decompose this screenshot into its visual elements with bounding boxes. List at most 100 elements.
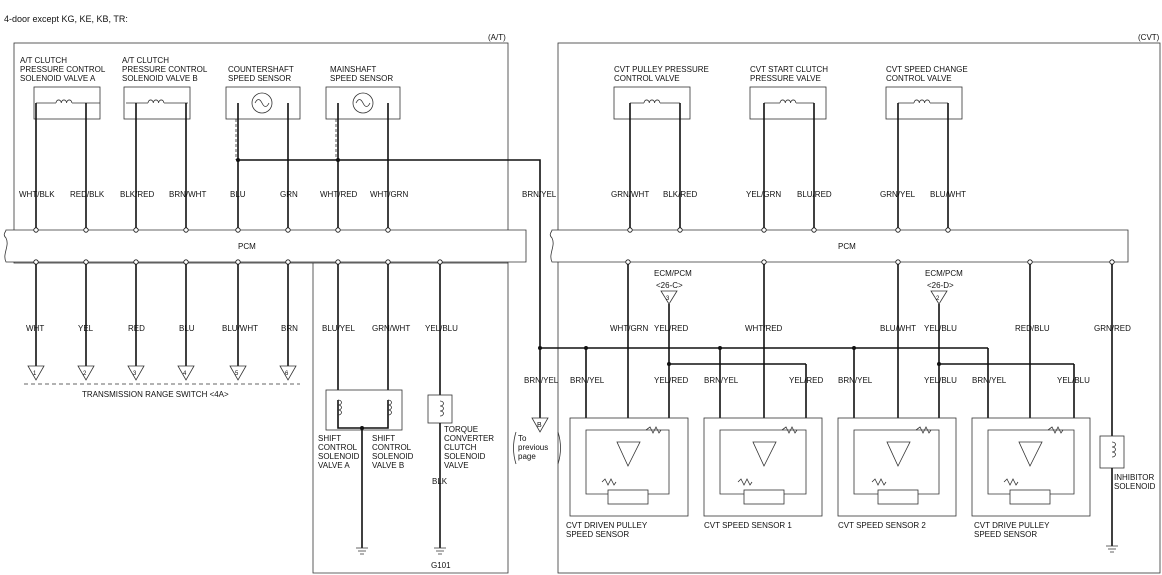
pcm-block-cvt bbox=[549, 229, 1129, 263]
wire-label: BLK/RED bbox=[663, 190, 697, 199]
ground-label: G101 bbox=[431, 561, 451, 570]
svg-text:SPEED SENSOR: SPEED SENSOR bbox=[330, 74, 393, 83]
svg-text:PRESSURE VALVE: PRESSURE VALVE bbox=[750, 74, 821, 83]
cvt-speed-sensor-2 bbox=[837, 417, 957, 517]
wire-label: YEL bbox=[78, 324, 94, 333]
svg-text:2: 2 bbox=[936, 296, 940, 302]
wire-label: BRN/YEL bbox=[524, 376, 559, 385]
sensor-label: CVT SPEED SENSOR 2 bbox=[838, 521, 926, 530]
note-text: To bbox=[518, 434, 527, 443]
at-clutch-solenoid-a: A/T CLUTCH PRESSURE CONTROL SOLENOID VAL… bbox=[20, 56, 106, 120]
wire-label: BRN/YEL bbox=[838, 376, 873, 385]
component-label: VALVE B bbox=[372, 461, 404, 470]
wire-label: BLU/YEL bbox=[322, 324, 355, 333]
note-text: page bbox=[518, 452, 536, 461]
pin-number: 4 bbox=[183, 371, 187, 377]
svg-text:CONTROL VALVE: CONTROL VALVE bbox=[614, 74, 680, 83]
sensor-label: SPEED SENSOR bbox=[566, 530, 629, 539]
wire-label: BLU bbox=[230, 190, 246, 199]
pin-number: 5 bbox=[235, 371, 239, 377]
wire-label: WHT/RED bbox=[745, 324, 783, 333]
coil-icon bbox=[126, 99, 188, 104]
svg-text:SOLENOID VALVE A: SOLENOID VALVE A bbox=[20, 74, 96, 83]
svg-text:A/T CLUTCH: A/T CLUTCH bbox=[20, 56, 67, 65]
svg-text:PRESSURE CONTROL: PRESSURE CONTROL bbox=[20, 65, 106, 74]
component-label: VALVE bbox=[444, 461, 469, 470]
wire-label: RED bbox=[128, 324, 145, 333]
component-label: CONTROL bbox=[372, 443, 412, 452]
wire-label: BLU/WHT bbox=[880, 324, 916, 333]
cvt-speed-sensor-1 bbox=[703, 417, 823, 517]
svg-text:CONTROL VALVE: CONTROL VALVE bbox=[886, 74, 952, 83]
pin-number: 2 bbox=[83, 371, 87, 377]
ac-sine-icon bbox=[251, 92, 273, 114]
cvt-section-frame bbox=[557, 42, 1161, 574]
wire-label: YEL/GRN bbox=[746, 190, 781, 199]
svg-text:MAINSHAFT: MAINSHAFT bbox=[330, 65, 376, 74]
range-switch-label: TRANSMISSION RANGE SWITCH <4A> bbox=[82, 390, 229, 399]
range-switch-pins bbox=[24, 365, 300, 385]
svg-text:ECM/PCM: ECM/PCM bbox=[925, 269, 963, 278]
connector-label: B bbox=[537, 422, 542, 429]
cvt-drive-pulley-speed-sensor bbox=[971, 417, 1091, 517]
torque-converter-solenoid bbox=[427, 394, 453, 548]
pin-number: 6 bbox=[285, 371, 289, 377]
ground-icon bbox=[1106, 545, 1118, 553]
component-label: INHIBITOR bbox=[1114, 473, 1155, 482]
cvt-driven-pulley-speed-sensor bbox=[569, 417, 689, 517]
wire-label: GRN bbox=[280, 190, 298, 199]
component-label: VALVE A bbox=[318, 461, 350, 470]
component-label: CONVERTER bbox=[444, 434, 494, 443]
component-label: SOLENOID bbox=[372, 452, 414, 461]
svg-text:<26-D>: <26-D> bbox=[927, 281, 954, 290]
component-label: SOLENOID bbox=[1114, 482, 1156, 491]
component-label: SOLENOID bbox=[318, 452, 360, 461]
note-text: previous bbox=[518, 443, 548, 452]
connector-b bbox=[531, 346, 549, 433]
ecm-pcm-ref-1: ECM/PCM <26-C> 3 bbox=[654, 269, 692, 364]
wire-label: BLU/RED bbox=[797, 190, 832, 199]
at-section-frame bbox=[13, 42, 509, 264]
svg-text:ECM/PCM: ECM/PCM bbox=[654, 269, 692, 278]
wire-label: RED/BLK bbox=[70, 190, 105, 199]
at-top-wires bbox=[35, 103, 541, 355]
wire-label: BRN bbox=[281, 324, 298, 333]
component-label: TORQUE bbox=[444, 425, 478, 434]
wire-label: YEL/BLU bbox=[1057, 376, 1090, 385]
wire-label: WHT bbox=[26, 324, 44, 333]
sensor-label: SPEED SENSOR bbox=[974, 530, 1037, 539]
svg-text:SOLENOID VALVE B: SOLENOID VALVE B bbox=[122, 74, 198, 83]
wire-label: YEL/RED bbox=[654, 376, 688, 385]
svg-text:A/T CLUTCH: A/T CLUTCH bbox=[122, 56, 169, 65]
pcm-block-at bbox=[3, 229, 527, 263]
diagram-title: 4-door except KG, KE, KB, TR: bbox=[4, 14, 128, 24]
wire-label: BRN/YEL bbox=[522, 190, 557, 199]
cvt-start-clutch-valve: CVT START CLUTCH PRESSURE VALVE bbox=[749, 65, 828, 120]
cvt-top-wires bbox=[627, 103, 951, 233]
wire-label: YEL/BLU bbox=[924, 324, 957, 333]
wire-label: BLK/RED bbox=[120, 190, 154, 199]
pcm-label-cvt: PCM bbox=[838, 242, 856, 251]
wire-label: YEL/BLU bbox=[425, 324, 458, 333]
inhibitor-solenoid bbox=[1099, 435, 1125, 546]
component-label: CLUTCH bbox=[444, 443, 477, 452]
wire-label: BRN/YEL bbox=[570, 376, 605, 385]
svg-text:CVT START CLUTCH: CVT START CLUTCH bbox=[750, 65, 828, 74]
shift-solenoid-box bbox=[325, 389, 403, 548]
ground-icon bbox=[434, 547, 446, 555]
svg-text:<26-C>: <26-C> bbox=[656, 281, 683, 290]
pcm-label-at: PCM bbox=[238, 242, 256, 251]
wire-label: BRN/YEL bbox=[972, 376, 1007, 385]
svg-text:CVT PULLEY PRESSURE: CVT PULLEY PRESSURE bbox=[614, 65, 709, 74]
wire-label: WHT/RED bbox=[320, 190, 358, 199]
at-section-label: (A/T) bbox=[488, 33, 506, 42]
note-bracket bbox=[513, 431, 561, 465]
cvt-section-label: (CVT) bbox=[1138, 33, 1160, 42]
wire-label: GRN/WHT bbox=[372, 324, 410, 333]
at-bottom-wires bbox=[33, 259, 443, 400]
svg-text:3: 3 bbox=[666, 296, 670, 302]
sensor-label: CVT SPEED SENSOR 1 bbox=[704, 521, 792, 530]
wire-label: BRN/YEL bbox=[704, 376, 739, 385]
wire-label: BLU/WHT bbox=[222, 324, 258, 333]
wire-label: BLK bbox=[432, 477, 448, 486]
